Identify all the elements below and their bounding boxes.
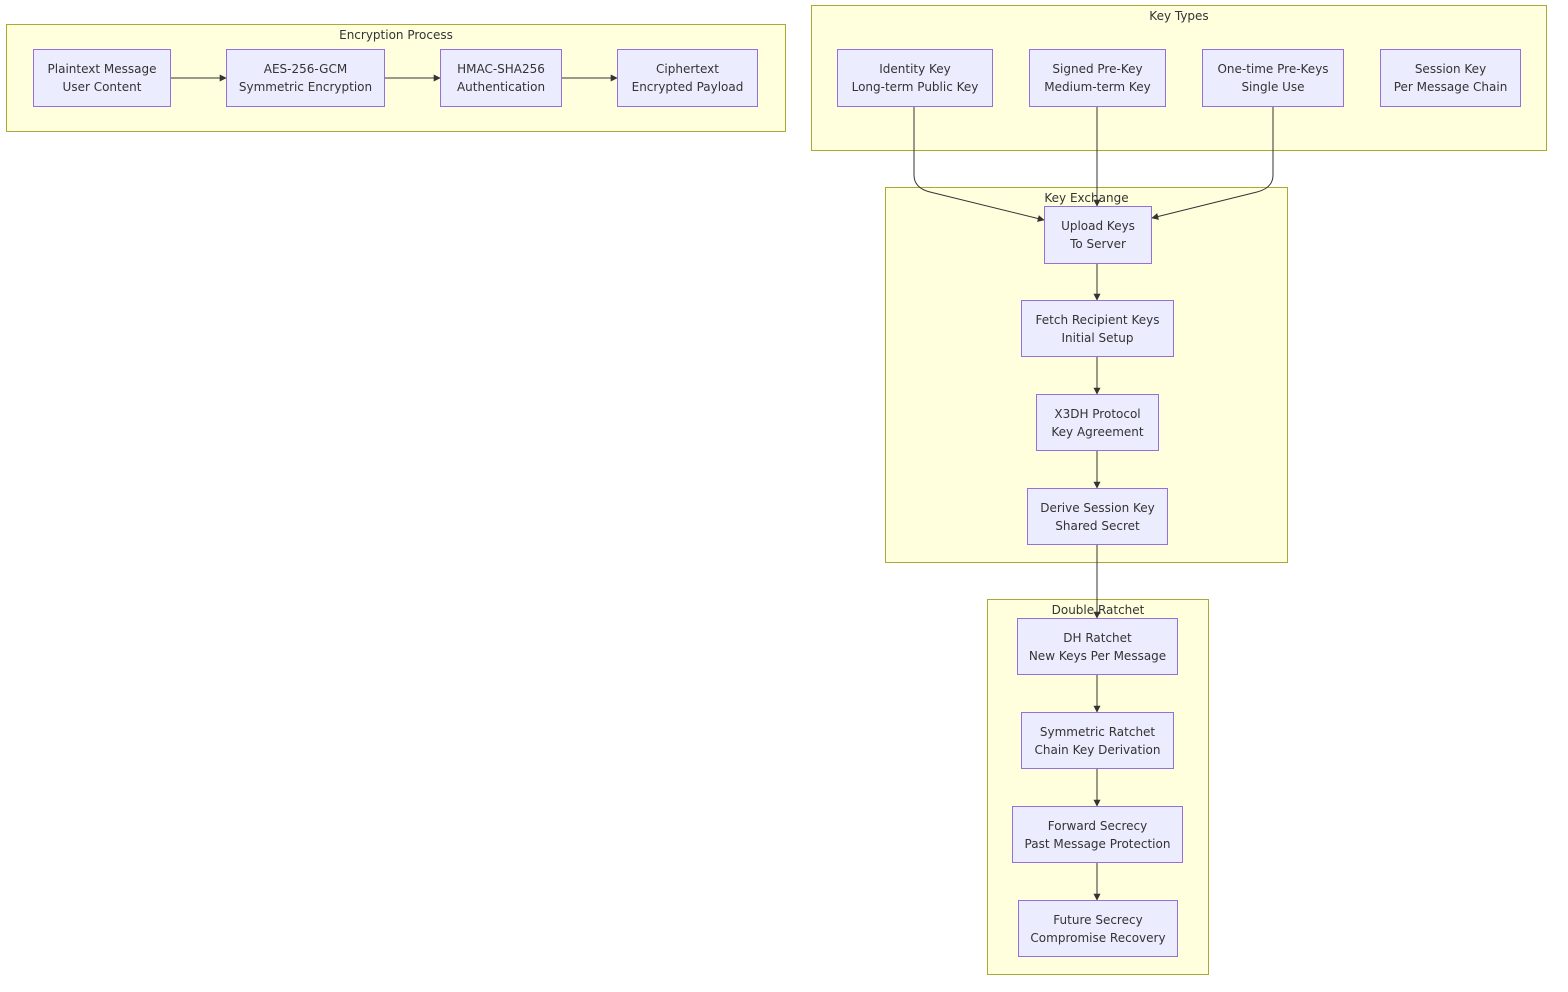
node-label-subtitle: Compromise Recovery	[1030, 930, 1166, 945]
node-label-title: HMAC-SHA256	[457, 62, 545, 76]
node-label-title: DH Ratchet	[1063, 630, 1132, 645]
node-label-title: Future Secrecy	[1053, 912, 1143, 927]
node-future-secrecy: Future Secrecy Compromise Recovery	[1018, 900, 1178, 957]
node-label-subtitle: Single Use	[1241, 80, 1305, 94]
node-session-key: Session Key Per Message Chain	[1380, 49, 1521, 107]
node-identity-key: Identity Key Long-term Public Key	[837, 49, 993, 107]
node-fetch-recipient-keys: Fetch Recipient Keys Initial Setup	[1021, 300, 1174, 357]
node-one-time-pre-keys: One-time Pre-Keys Single Use	[1202, 49, 1344, 107]
node-label-subtitle: Shared Secret	[1055, 518, 1140, 533]
node-label-title: Plaintext Message	[47, 62, 157, 76]
node-label-title: Symmetric Ratchet	[1039, 724, 1156, 739]
cluster-title: Key Types	[1149, 9, 1209, 23]
cluster-title: Double Ratchet	[1051, 603, 1145, 617]
node-aes-256-gcm: AES-256-GCM Symmetric Encryption	[226, 49, 385, 107]
node-x3dh-protocol: X3DH Protocol Key Agreement	[1036, 394, 1159, 451]
node-label-subtitle: New Keys Per Message	[1028, 648, 1167, 663]
node-label-subtitle: Per Message Chain	[1393, 80, 1508, 94]
node-label-title: Identity Key	[879, 62, 951, 76]
cluster-title: Key Exchange	[1044, 191, 1129, 205]
node-label-subtitle: Chain Key Derivation	[1034, 742, 1161, 757]
node-label-title: AES-256-GCM	[263, 62, 348, 76]
node-label-subtitle: User Content	[62, 80, 142, 94]
node-signed-pre-key: Signed Pre-Key Medium-term Key	[1029, 49, 1166, 107]
node-derive-session-key: Derive Session Key Shared Secret	[1027, 488, 1168, 545]
node-hmac-sha256: HMAC-SHA256 Authentication	[440, 49, 562, 107]
node-dh-ratchet: DH Ratchet New Keys Per Message	[1017, 618, 1178, 675]
node-label-subtitle: Symmetric Encryption	[238, 80, 373, 94]
cluster-title: Encryption Process	[339, 28, 453, 42]
node-label-subtitle: Key Agreement	[1051, 424, 1144, 439]
node-label-subtitle: Long-term Public Key	[851, 80, 979, 94]
node-label-subtitle: Medium-term Key	[1044, 80, 1151, 94]
node-upload-keys: Upload Keys To Server	[1044, 206, 1152, 264]
node-label-subtitle: Initial Setup	[1061, 330, 1134, 345]
node-label-title: Fetch Recipient Keys	[1035, 312, 1160, 327]
node-symmetric-ratchet: Symmetric Ratchet Chain Key Derivation	[1021, 712, 1174, 769]
node-label-title: X3DH Protocol	[1054, 406, 1141, 421]
node-label-title: Signed Pre-Key	[1052, 62, 1143, 76]
node-label-subtitle: Past Message Protection	[1024, 836, 1171, 851]
node-label-subtitle: To Server	[1070, 237, 1126, 251]
node-label-title: Derive Session Key	[1040, 500, 1155, 515]
node-label-title: One-time Pre-Keys	[1217, 62, 1329, 76]
node-label-subtitle: Authentication	[456, 80, 546, 94]
node-ciphertext: Ciphertext Encrypted Payload	[617, 49, 758, 107]
node-label-title: Session Key	[1414, 62, 1487, 76]
node-forward-secrecy: Forward Secrecy Past Message Protection	[1012, 806, 1183, 863]
node-label-title: Ciphertext	[656, 62, 719, 76]
node-label-title: Upload Keys	[1061, 219, 1135, 233]
node-label-subtitle: Encrypted Payload	[631, 80, 744, 94]
node-label-title: Forward Secrecy	[1047, 818, 1148, 833]
node-plaintext-message: Plaintext Message User Content	[33, 49, 171, 107]
